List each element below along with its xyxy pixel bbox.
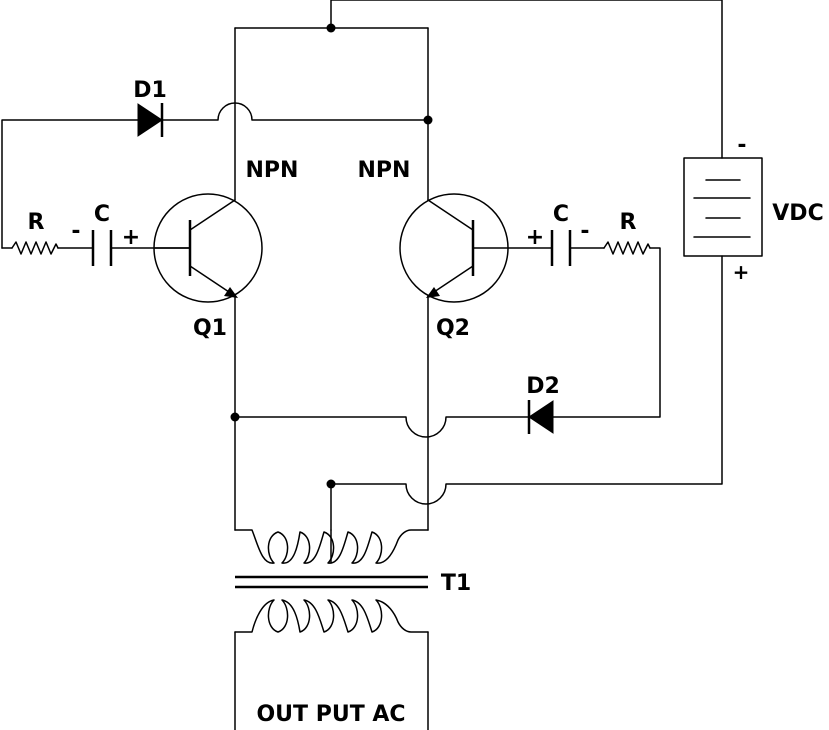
- d1-wire: [1, 102, 429, 249]
- npn-left-label: NPN: [246, 158, 299, 183]
- cap-right-minus: -: [580, 219, 589, 244]
- transformer-primary-winding: [234, 529, 429, 564]
- t1-label: T1: [441, 571, 471, 596]
- resistor-left: [11, 241, 59, 255]
- battery-minus-label: -: [737, 133, 746, 158]
- right-c-r-wire: [507, 247, 661, 418]
- q2-label: Q2: [436, 316, 470, 341]
- d2-wire: [234, 416, 530, 438]
- d1-label: D1: [133, 78, 167, 103]
- capacitor-left: [91, 230, 113, 266]
- junction-center-tap: [326, 479, 336, 489]
- c-right-label: C: [553, 202, 569, 227]
- diode-d2: [527, 400, 554, 434]
- transistor-q2: [399, 193, 509, 303]
- npn-right-label: NPN: [358, 158, 411, 183]
- q1-label: Q1: [193, 316, 227, 341]
- battery-plus-label: +: [733, 260, 750, 284]
- cap-right-plus: +: [526, 225, 544, 250]
- r-right-label: R: [620, 210, 637, 235]
- battery-vdc: [683, 157, 763, 257]
- d2-label: D2: [526, 374, 560, 399]
- output-wires: [234, 631, 429, 730]
- r-left-label: R: [28, 210, 45, 235]
- vdc-label: VDC: [772, 201, 823, 226]
- cap-left-minus: -: [71, 219, 80, 244]
- diode-d1: [137, 103, 164, 137]
- transformer-secondary-winding: [234, 599, 429, 633]
- resistor-right: [603, 241, 651, 255]
- junction-top: [326, 23, 336, 33]
- output-label: OUT PUT AC: [256, 702, 405, 727]
- center-tap-wire: [330, 255, 723, 531]
- transistor-q1: [153, 193, 263, 303]
- capacitor-right: [550, 230, 572, 266]
- top-rail-wire: [234, 0, 723, 159]
- cap-left-plus: +: [122, 225, 140, 250]
- c-left-label: C: [94, 202, 110, 227]
